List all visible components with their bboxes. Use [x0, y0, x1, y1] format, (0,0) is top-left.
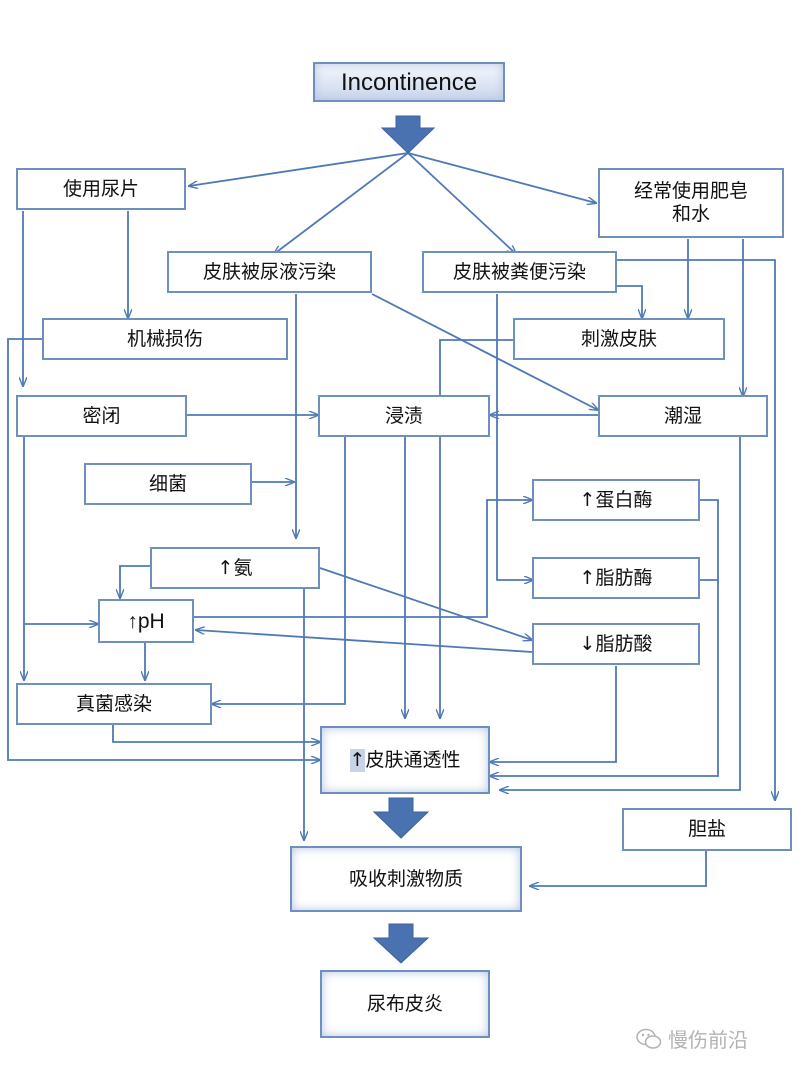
diaper-label: 使用尿片	[62, 177, 139, 200]
permeability-arrow: ↑	[349, 748, 366, 772]
absorb-box: 吸收刺激物质	[290, 846, 522, 912]
arrow-urine-moisture	[371, 293, 598, 410]
feces-box: 皮肤被粪便污染	[422, 251, 617, 293]
urine-label: 皮肤被尿液污染	[202, 260, 336, 283]
block-arrow-permeability	[372, 797, 430, 839]
dermatitis-box: 尿布皮炎	[320, 970, 490, 1038]
protease-label: ↑蛋白酶	[579, 488, 653, 511]
bacteria-label: 细菌	[148, 472, 187, 495]
maceration-box: 浸渍	[318, 395, 490, 437]
arrow-hub-urine	[274, 152, 409, 254]
moisture-box: 潮湿	[598, 395, 768, 437]
irritate-label: 刺激皮肤	[580, 327, 657, 350]
maceration-label: 浸渍	[384, 404, 423, 427]
fatty-acid-box: ↓脂肪酸	[532, 623, 700, 665]
moisture-label: 潮湿	[663, 404, 702, 427]
arrow-hub-soap	[407, 152, 596, 203]
feces-label: 皮肤被粪便污染	[452, 260, 586, 283]
arrow-protease-permeability	[490, 499, 719, 776]
occlusion-box: 密闭	[16, 395, 187, 437]
irritate-box: 刺激皮肤	[513, 318, 725, 360]
permeability-label: 皮肤通透性	[365, 748, 461, 771]
ammonia-label: ↑氨	[217, 556, 253, 579]
permeability-box: ↑皮肤通透性	[320, 726, 490, 794]
arrow-hub-diaper	[189, 152, 409, 186]
urine-box: 皮肤被尿液污染	[167, 251, 372, 293]
incontinence-box: Incontinence	[313, 62, 505, 102]
arrow-bile-absorb	[530, 851, 707, 886]
arrow-fatty-acid-permeability	[490, 666, 617, 762]
watermark-text: 慢伤前沿	[668, 1028, 748, 1052]
arrow-mechanical-permeability	[7, 338, 320, 760]
fungal-box: 真菌感染	[16, 683, 212, 725]
dermatitis-label: 尿布皮炎	[366, 992, 443, 1015]
soap-label: 经常使用肥皂 和水	[633, 180, 748, 225]
soap-box: 经常使用肥皂 和水	[598, 168, 784, 238]
arrow-ph-protease	[194, 500, 532, 618]
arrow-ammonia-fatty-acid	[319, 567, 532, 640]
arrow-hub-feces	[407, 152, 516, 254]
arrow-irritate-permeability	[440, 339, 513, 718]
lipase-label: ↑脂肪酶	[579, 566, 653, 589]
incontinence-label: Incontinence	[340, 68, 478, 96]
absorb-label: 吸收刺激物质	[348, 867, 463, 890]
bile-label: 胆盐	[687, 818, 726, 840]
occlusion-label: 密闭	[82, 404, 121, 427]
fungal-label: 真菌感染	[75, 692, 152, 715]
arrow-feces-to-bile	[617, 259, 775, 800]
protease-box: ↑蛋白酶	[532, 479, 700, 521]
mechanical-box: 机械损伤	[42, 318, 288, 360]
ph-label: ↑pH	[127, 609, 165, 633]
arrow-feces-lipase	[496, 294, 533, 580]
diaper-box: 使用尿片	[16, 168, 186, 210]
block-arrow-absorb	[372, 923, 430, 964]
watermark: 慢伤前沿	[636, 1024, 748, 1053]
arrow-fungal-permeability	[112, 725, 320, 742]
mechanical-label: 机械损伤	[126, 327, 203, 350]
arrow-maceration-fungal	[212, 436, 346, 704]
fatty-acid-label: ↓脂肪酸	[579, 632, 653, 655]
lipase-box: ↑脂肪酶	[532, 557, 700, 599]
arrow-ammonia-ph	[120, 565, 150, 598]
wechat-icon	[636, 1028, 662, 1049]
arrow-moisture-permeability	[500, 436, 741, 790]
bacteria-box: 细菌	[84, 463, 252, 505]
ph-box: ↑pH	[98, 599, 194, 643]
arrow-feces-irritate	[617, 285, 642, 318]
ammonia-box: ↑氨	[150, 547, 320, 589]
arrow-fatty-acid-ph	[196, 630, 533, 653]
block-arrow-incontinence	[380, 115, 436, 154]
bile-box: 胆盐	[622, 808, 792, 851]
